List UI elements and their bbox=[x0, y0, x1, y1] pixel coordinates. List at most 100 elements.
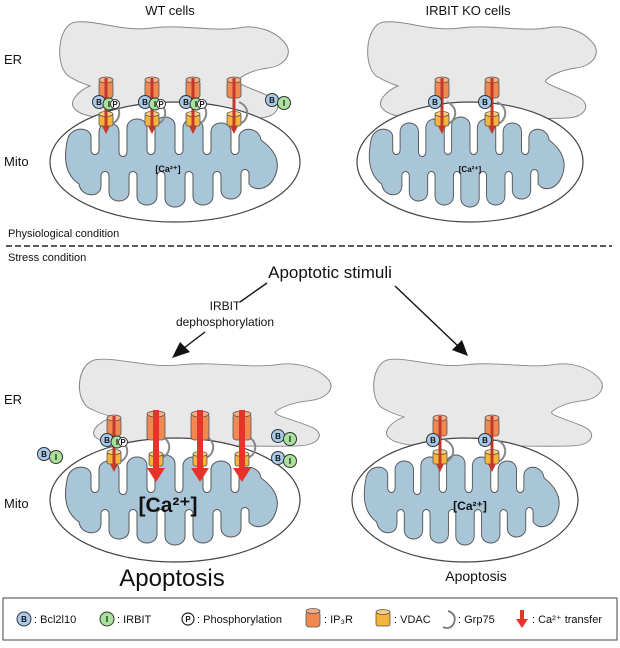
wt-title: WT cells bbox=[145, 3, 195, 18]
tether-complex bbox=[146, 410, 171, 482]
legend-label: : Phosphorylation bbox=[197, 614, 282, 626]
panel-wt-physiological bbox=[49, 21, 301, 223]
legend-item-ip3r: : IP₃R bbox=[305, 608, 353, 628]
legend-label: : Ca²⁺ transfer bbox=[532, 614, 602, 626]
phos-badge-letter: P bbox=[158, 100, 164, 109]
legend-item-bcl: B : Bcl2l10 bbox=[16, 611, 76, 627]
stress-label: Stress condition bbox=[8, 252, 86, 264]
er-label: ER bbox=[4, 52, 22, 67]
tether-complex: B bbox=[426, 414, 455, 472]
legend-label: : VDAC bbox=[394, 614, 431, 626]
bcl-badge bbox=[426, 433, 440, 447]
irbit-badge-letter: I bbox=[289, 457, 291, 466]
irbit-badge-letter: I bbox=[116, 438, 118, 447]
legend-item-transfer: : Ca²⁺ transfer bbox=[516, 610, 602, 628]
ca-transfer-arrow bbox=[488, 416, 496, 472]
irbit-icon bbox=[99, 611, 115, 627]
phos-badge bbox=[156, 99, 166, 109]
tether-complex: B bbox=[478, 414, 507, 472]
vdac-icon bbox=[375, 609, 391, 627]
legend-label: : Grp75 bbox=[458, 614, 495, 626]
bcl-badge bbox=[478, 95, 492, 109]
irbit-badge bbox=[277, 96, 291, 110]
bcl-badge-letter: B bbox=[183, 98, 189, 107]
irbit-badge-letter: I bbox=[195, 100, 197, 109]
arrow-line bbox=[394, 285, 459, 347]
legend-item-irbit: I : IRBIT bbox=[99, 611, 152, 627]
ko-title: IRBIT KO cells bbox=[425, 3, 511, 18]
arrow-line bbox=[183, 331, 206, 349]
irbit-badge-letter: I bbox=[289, 435, 291, 444]
phos-badge bbox=[197, 99, 207, 109]
bcl-badge-letter: B bbox=[275, 432, 281, 441]
legend-label: : Bcl2l10 bbox=[34, 614, 76, 626]
bcl-badge-letter: B bbox=[482, 436, 488, 445]
panel-ko-physiological bbox=[356, 21, 597, 223]
ca-transfer-arrow bbox=[191, 410, 209, 482]
tether-complex: B bbox=[478, 76, 507, 134]
phos-badge-letter: P bbox=[199, 100, 205, 109]
grp75-icon bbox=[442, 610, 456, 629]
panel-ko-stress bbox=[351, 358, 603, 563]
tether-complex: B bbox=[428, 76, 457, 134]
apoptosis-large-label: Apoptosis bbox=[119, 565, 224, 592]
ca-label: [Ca²⁺] bbox=[453, 499, 487, 513]
bcl-badge-letter: B bbox=[104, 436, 110, 445]
ca-transfer-arrow bbox=[147, 410, 165, 482]
mito-label: Mito bbox=[4, 154, 29, 169]
ca-transfer-arrow bbox=[438, 78, 446, 134]
phos-badge-letter: P bbox=[112, 100, 118, 109]
arrow-head bbox=[172, 342, 190, 358]
ca-transfer-arrow-icon bbox=[516, 610, 528, 628]
mito-label: Mito bbox=[4, 496, 29, 511]
bcl-icon bbox=[16, 611, 32, 627]
irbit-dephos-label: IRBIT bbox=[210, 299, 241, 313]
arrow-line bbox=[239, 282, 268, 303]
tether-complex bbox=[232, 410, 257, 482]
irbit-badge-letter: I bbox=[108, 100, 110, 109]
irbit-badge bbox=[283, 432, 297, 446]
legend: B : Bcl2l10 I : IRBIT P : Phosphorylatio… bbox=[2, 597, 618, 641]
bcl-badge-letter: B bbox=[269, 96, 275, 105]
bcl-badge-letter: B bbox=[142, 98, 148, 107]
irbit-badge-letter: I bbox=[154, 100, 156, 109]
irbit-badge-letter: I bbox=[55, 453, 57, 462]
ca-transfer-arrow bbox=[230, 78, 238, 134]
legend-item-phosphorylation: P : Phosphorylation bbox=[181, 612, 282, 626]
phosphorylation-icon bbox=[181, 612, 195, 626]
legend-item-grp75: : Grp75 bbox=[442, 610, 495, 629]
irbit-badge bbox=[49, 450, 63, 464]
ca-transfer-arrow bbox=[488, 78, 496, 134]
legend-label: : IRBIT bbox=[117, 614, 152, 626]
ca-label: [Ca²⁺] bbox=[155, 164, 180, 174]
bcl-badge-letter: B bbox=[430, 436, 436, 445]
ca-transfer-arrow bbox=[436, 416, 444, 472]
tether-complex bbox=[190, 410, 215, 482]
bcl-badge-letter: B bbox=[432, 98, 438, 107]
phos-badge-letter: P bbox=[120, 438, 126, 447]
ca-label: [Ca²⁺] bbox=[459, 165, 482, 174]
bcl-badge-letter: B bbox=[275, 454, 281, 463]
legend-item-vdac: : VDAC bbox=[375, 609, 431, 627]
tether-complex bbox=[226, 76, 249, 134]
phos-badge-letter: P bbox=[185, 615, 191, 624]
er-label: ER bbox=[4, 392, 22, 407]
irbit-badge-letter: I bbox=[106, 615, 108, 624]
ca-label-large: [Ca²⁺] bbox=[139, 494, 198, 517]
bcl-badge-letter: B bbox=[21, 615, 27, 624]
legend-label: : IP₃R bbox=[324, 614, 353, 626]
bcl-badge-letter: B bbox=[482, 98, 488, 107]
physiological-label: Physiological condition bbox=[8, 228, 119, 240]
irbit-badge-letter: I bbox=[283, 99, 285, 108]
phos-badge bbox=[118, 437, 128, 447]
